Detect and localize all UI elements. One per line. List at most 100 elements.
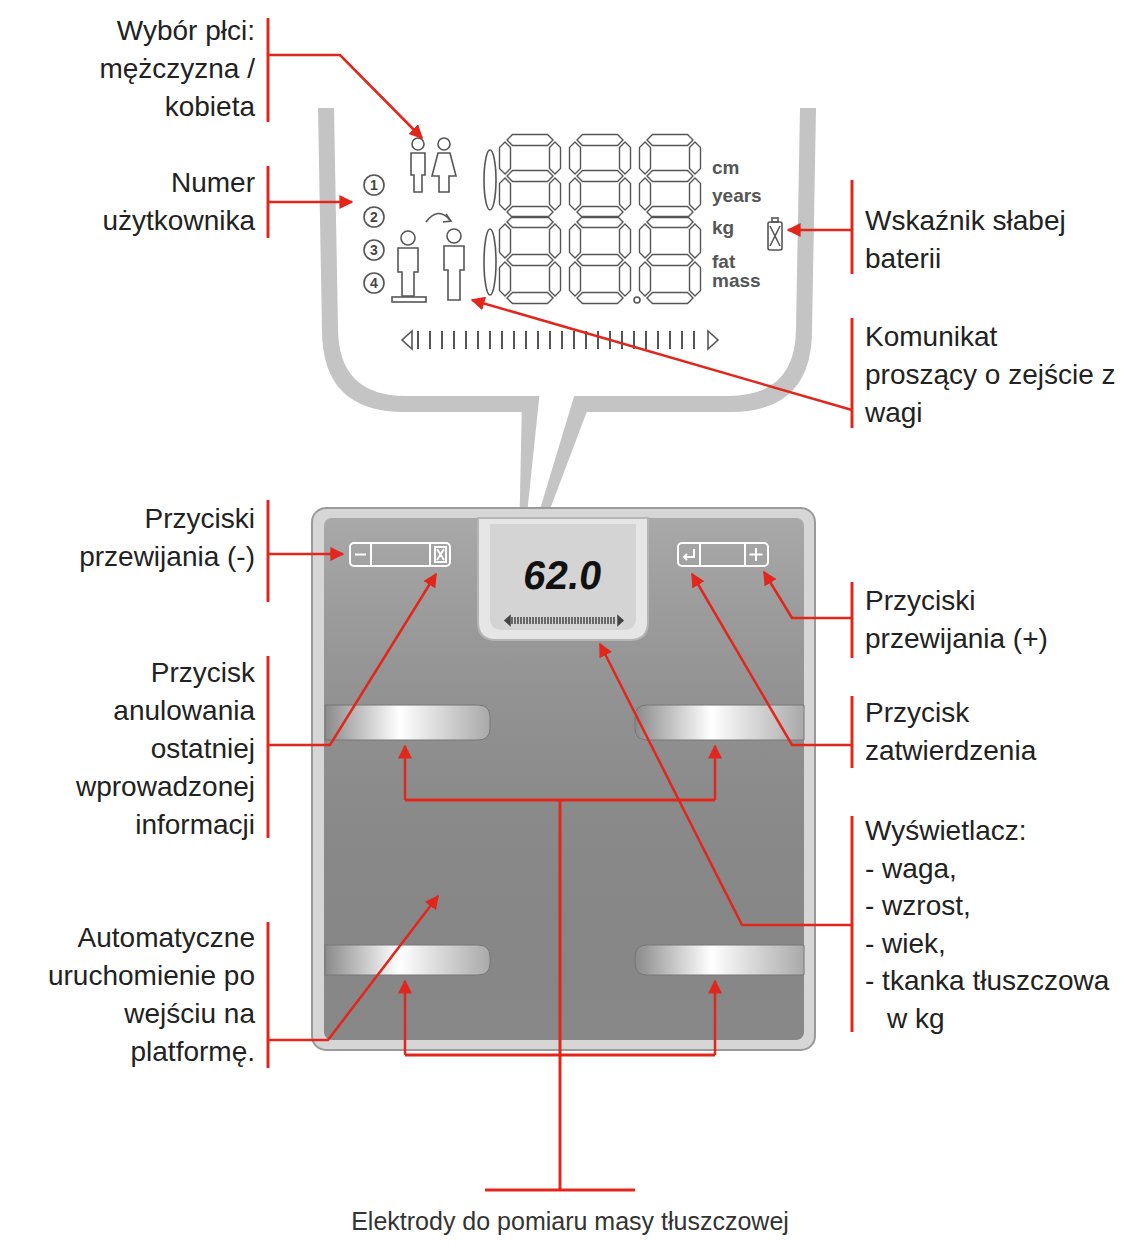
lcd-digit-segments-part — [500, 224, 511, 258]
lcd-symbols-part — [364, 207, 384, 227]
lcd-progress-ticks-part — [429, 331, 431, 349]
lcd-digit-segments-part — [577, 171, 623, 182]
lcd-symbols-part — [770, 226, 780, 246]
lcd-symbols-part — [438, 138, 450, 150]
lcd-digit-segments-part — [647, 217, 693, 228]
unit-label: cm — [712, 158, 739, 178]
callout-label: Przyciski przewijania (-) — [79, 500, 255, 576]
lcd-progress-ticks-part — [501, 331, 503, 349]
readout-progress-ticks-part — [592, 617, 594, 624]
user-number: 1 — [370, 176, 378, 194]
lcd-digit-segments-part — [570, 262, 581, 296]
lcd-symbols-part — [444, 246, 464, 300]
lcd-digit-segments-part — [620, 142, 631, 174]
leader-arrows-part — [472, 300, 852, 410]
lcd-progress-ticks-part — [489, 331, 491, 349]
lcd-digit-segments-part — [647, 135, 693, 146]
lcd-symbols-part — [443, 214, 451, 222]
callout-brackets-part — [267, 656, 270, 838]
leader-arrows — [268, 55, 852, 1055]
readout-progress-ticks-part — [583, 617, 585, 624]
readout-progress-ticks-part — [514, 617, 516, 624]
lcd-digit-segments-part — [550, 224, 561, 258]
lcd-progress-ticks-part — [441, 331, 443, 349]
scale-buttons-part — [435, 547, 446, 562]
lcd-symbols-part — [708, 331, 718, 349]
readout-progress-ticks-part — [598, 617, 600, 624]
lcd-symbols-part — [364, 175, 384, 195]
callout-brackets-part — [851, 180, 854, 274]
leader-arrows-part — [692, 574, 852, 745]
readout-progress-ticks-part — [562, 617, 564, 624]
lcd-digit-segments-part — [577, 293, 623, 304]
lcd-symbols-part — [484, 150, 496, 210]
scale-body-part — [312, 508, 815, 1050]
lcd-symbols-part — [412, 138, 424, 150]
lcd-digit-segments-part — [550, 262, 561, 296]
user-number: 2 — [370, 208, 378, 226]
callout-label: Wybór płci: mężczyzna / kobieta — [99, 12, 255, 126]
callout-brackets-part — [405, 1054, 715, 1057]
callout-brackets-part — [851, 696, 854, 768]
lcd-digit-segments-part — [507, 135, 553, 146]
readout-progress-ticks-part — [541, 617, 543, 624]
callout-brackets-part — [267, 500, 270, 602]
readout-progress-ticks-part — [553, 617, 555, 624]
leader-arrows-part — [268, 553, 343, 556]
lcd-progress-ticks-part — [513, 331, 515, 349]
callout-label: Przycisk zatwierdzenia — [865, 694, 1036, 770]
lcd-progress-ticks-part — [549, 331, 551, 349]
scale-body-part — [324, 518, 804, 1040]
scale-buttons-part — [355, 554, 366, 556]
callout-label: Wyświetlacz: - waga, - wzrost, - wiek, -… — [865, 812, 1109, 1037]
readout-progress-ticks-part — [532, 617, 534, 624]
lcd-digit-segments-part — [577, 135, 623, 146]
lcd-digit-segments-part — [690, 262, 701, 296]
leader-arrows-part — [788, 229, 852, 232]
lcd-progress-ticks-part — [573, 331, 575, 349]
callout-brackets-part — [267, 18, 270, 122]
lcd-digit-segments-part — [577, 217, 623, 228]
readout-progress-ticks-part — [535, 617, 537, 624]
callout-label: Numer użytkownika — [102, 164, 255, 240]
readout-progress-ticks-part — [505, 616, 510, 625]
lcd-progress-ticks-part — [525, 331, 527, 349]
unit-label: fat mass — [712, 252, 761, 290]
lcd-digit-segments — [500, 135, 701, 304]
display-zoom-bubble-part — [334, 108, 800, 396]
lcd-progress-ticks-part — [477, 331, 479, 349]
readout-progress-ticks-part — [595, 617, 597, 624]
scale-body-part — [324, 518, 804, 1040]
scale-buttons-part — [350, 543, 450, 566]
scale-buttons-part — [700, 543, 745, 566]
lcd-digit-segments-part — [640, 142, 651, 174]
lcd-digit-segments-part — [500, 178, 511, 210]
leader-arrows-part — [714, 981, 717, 1055]
lcd-symbols-part — [768, 222, 782, 250]
readout-progress-ticks-part — [618, 616, 623, 625]
callout-brackets-part — [851, 582, 854, 658]
callout-label: Automatyczne uruchomienie po wejściu na … — [48, 919, 255, 1071]
unit-label: years — [712, 186, 762, 206]
readout-progress-ticks-part — [571, 617, 573, 624]
lcd-progress-ticks-part — [537, 331, 539, 349]
lcd-digit-segments-part — [690, 178, 701, 210]
callout-label: Wskaźnik słabej baterii — [865, 202, 1066, 278]
caption-label: Elektrody do pomiaru masy tłuszczowej — [351, 1206, 789, 1236]
lcd-digit-segments-part — [550, 142, 561, 174]
callout-label: Przycisk anulowania ostatniej wprowadzon… — [76, 654, 255, 844]
lcd-digit-segments-part — [620, 224, 631, 258]
lcd-symbols-part — [364, 240, 384, 260]
lcd-symbols-part — [392, 297, 426, 302]
leader-arrows-part — [600, 644, 852, 925]
readout-progress-ticks-part — [520, 617, 522, 624]
lcd-digit-segments-part — [647, 255, 693, 266]
scale-buttons-part — [437, 549, 444, 560]
scale-buttons-part — [371, 543, 430, 566]
lcd-symbols-part — [484, 229, 496, 295]
lcd-symbols-part — [401, 231, 415, 245]
lcd-progress-ticks-part — [417, 331, 419, 349]
lcd-digit-segments-part — [507, 171, 553, 182]
lcd-progress-ticks-part — [657, 331, 659, 349]
